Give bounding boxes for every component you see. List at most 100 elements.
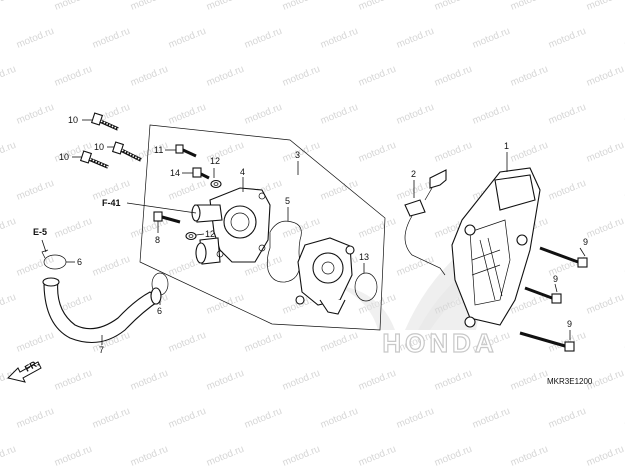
watermark-text: motod.ru xyxy=(395,406,436,431)
watermark-text: motod.ru xyxy=(281,64,322,89)
watermark-text: motod.ru xyxy=(15,406,56,431)
watermark-text: motod.ru xyxy=(395,26,436,51)
bolt-11 xyxy=(165,144,197,158)
callout-12-upper: 12 xyxy=(210,156,220,166)
watermark-text: motod.ru xyxy=(0,292,18,317)
watermark-text: motod.ru xyxy=(15,178,56,203)
watermark-text: motod.ru xyxy=(585,444,625,468)
watermark-text: motod.ru xyxy=(357,444,398,468)
watermark-text: motod.ru xyxy=(433,368,474,393)
watermark-text: motod.ru xyxy=(129,64,170,89)
honda-logo-text: HONDA xyxy=(382,328,497,358)
watermark-text: motod.ru xyxy=(205,368,246,393)
callout-8: 8 xyxy=(155,235,160,245)
pump-cover-4 xyxy=(191,177,271,265)
watermark-text: motod.ru xyxy=(357,140,398,165)
watermark-text: motod.ru xyxy=(167,406,208,431)
watermark-text: motod.ru xyxy=(167,330,208,355)
callout-10-top: 10 xyxy=(68,115,78,125)
watermark-text: motod.ru xyxy=(433,0,474,13)
watermark-text: motod.ru xyxy=(357,0,398,13)
watermark-text: motod.ru xyxy=(281,444,322,468)
watermark-text: motod.ru xyxy=(167,178,208,203)
callout-13: 13 xyxy=(359,252,369,262)
watermark-text: motod.ru xyxy=(471,102,512,127)
watermark-text: motod.ru xyxy=(243,102,284,127)
callout-11: 11 xyxy=(154,145,163,155)
watermark-text: motod.ru xyxy=(205,0,246,13)
callout-9-mid: 9 xyxy=(553,274,558,284)
watermark-text: motod.ru xyxy=(585,216,625,241)
callout-9-upper: 9 xyxy=(583,237,588,247)
watermark-text: motod.ru xyxy=(15,254,56,279)
watermark-text: motod.ru xyxy=(319,406,360,431)
watermark-text: motod.ru xyxy=(395,102,436,127)
bolt-9-upper xyxy=(539,246,588,268)
watermark-text: motod.ru xyxy=(0,0,18,13)
water-pump-3 xyxy=(295,161,355,315)
ref-f41: F-41 xyxy=(102,198,121,208)
washer-12-lower xyxy=(185,231,205,241)
watermark-text: motod.ru xyxy=(15,330,56,355)
callout-4: 4 xyxy=(240,167,245,177)
watermark-text: motod.ru xyxy=(509,140,550,165)
o-ring-5 xyxy=(266,207,302,283)
watermark-text: motod.ru xyxy=(129,216,170,241)
watermark-text: motod.ru xyxy=(471,406,512,431)
watermark-text: motod.ru xyxy=(319,102,360,127)
watermark-text: motod.ru xyxy=(585,292,625,317)
e5-leader xyxy=(41,239,47,253)
watermark-text: motod.ru xyxy=(205,444,246,468)
callout-14: 14 xyxy=(170,168,180,178)
watermark-text: motod.ru xyxy=(243,406,284,431)
washer-12-upper xyxy=(210,168,222,189)
bolt-14 xyxy=(182,167,210,180)
watermark-text: motod.ru xyxy=(319,330,360,355)
callout-3: 3 xyxy=(295,150,300,160)
callout-10-low: 10 xyxy=(59,152,69,162)
watermark-text: motod.ru xyxy=(509,444,550,468)
watermark-text: motod.ru xyxy=(0,64,18,89)
watermark-text: motod.ru xyxy=(281,0,322,13)
watermark-text: motod.ru xyxy=(15,26,56,51)
watermark-text: motod.ru xyxy=(15,102,56,127)
watermark-text: motod.ru xyxy=(509,0,550,13)
watermark-text: motod.ru xyxy=(319,26,360,51)
watermark-text: motod.ru xyxy=(91,254,132,279)
hose-clamp-6-left xyxy=(41,249,75,270)
callout-10-mid: 10 xyxy=(94,142,104,152)
watermark-text: motod.ru xyxy=(167,26,208,51)
callout-6-right: 6 xyxy=(157,306,162,316)
bolt-8 xyxy=(153,211,181,233)
watermark-text: motod.ru xyxy=(547,178,588,203)
watermark-text: motod.ru xyxy=(91,26,132,51)
bolt-10-top xyxy=(82,112,119,131)
assembly-box xyxy=(139,124,386,331)
watermark-text: motod.ru xyxy=(243,26,284,51)
watermark-text: motod.ru xyxy=(547,26,588,51)
watermark-text: motod.ru xyxy=(167,102,208,127)
watermark-text: motod.ru xyxy=(509,368,550,393)
watermark-text: motod.ru xyxy=(243,330,284,355)
callout-1: 1 xyxy=(504,141,509,151)
front-arrow-icon xyxy=(7,361,42,383)
watermark-text: motod.ru xyxy=(53,0,94,13)
watermark-text: motod.ru xyxy=(357,64,398,89)
watermark-text: motod.ru xyxy=(471,26,512,51)
callout-5: 5 xyxy=(285,196,290,206)
watermark-text: motod.ru xyxy=(585,0,625,13)
ref-front: FR. xyxy=(23,358,41,374)
gasket-2 xyxy=(404,169,447,276)
watermark-text: motod.ru xyxy=(509,64,550,89)
f41-leader xyxy=(126,202,197,214)
watermark-text: motod.ru xyxy=(433,64,474,89)
callout-2: 2 xyxy=(411,169,416,179)
watermark-text: motod.ru xyxy=(585,64,625,89)
watermark-text: motod.ru xyxy=(547,102,588,127)
callout-7: 7 xyxy=(99,345,104,355)
watermark-text: motod.ru xyxy=(433,444,474,468)
watermark-text: motod.ru xyxy=(319,178,360,203)
water-hose-7 xyxy=(42,277,162,345)
